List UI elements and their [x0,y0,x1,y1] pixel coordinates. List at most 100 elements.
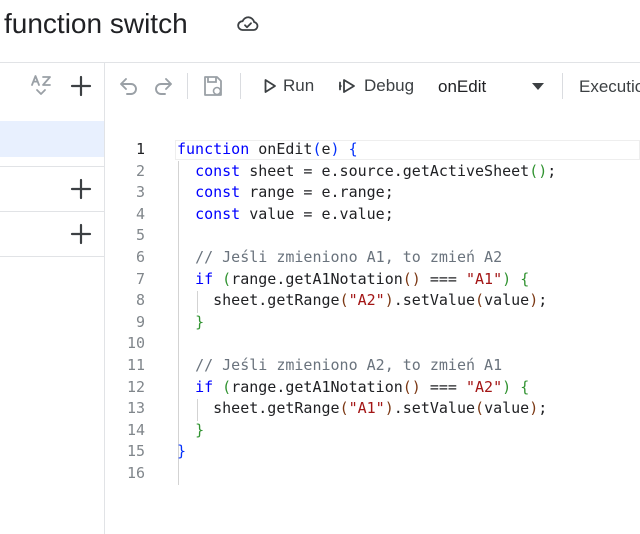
save-icon[interactable] [201,74,225,98]
line-number: 3 [135,183,145,202]
add-file-icon[interactable] [69,74,93,98]
code-token [177,270,195,288]
cloud-saved-icon[interactable] [236,12,260,36]
code-token: ( [222,377,232,396]
code-token: range = e.range; [240,183,394,202]
code-token: ) [384,399,394,418]
code-token [511,270,520,288]
code-token: const [195,183,241,202]
code-token: value [484,291,530,310]
code-token: ) [502,377,512,396]
undo-icon[interactable] [117,74,141,98]
services-section [0,211,104,257]
code-token: ( [475,291,485,310]
sort-az-icon[interactable] [28,74,56,98]
code-token: onEdit [258,140,313,158]
code-token [177,183,195,201]
line-number: 15 [126,442,145,461]
code-line[interactable]: const value = e.value; [177,204,556,226]
code-token: range.getA1Notation [231,377,403,396]
line-number: 11 [126,355,145,374]
code-line[interactable]: } [177,312,556,334]
line-number: 8 [135,291,145,310]
code-token: .setValue [393,291,476,310]
redo-icon[interactable] [151,74,175,98]
code-token: ( [222,269,232,288]
code-token: { [348,140,358,158]
code-line[interactable]: if (range.getA1Notation() === "A2") { [177,377,556,399]
code-line[interactable]: const range = e.range; [177,182,556,204]
code-token: sheet.getRange [177,399,340,418]
code-token: function [177,140,259,158]
code-lines[interactable]: function onEdit(e) { const sheet = e.sou… [177,139,556,485]
code-token: value [484,399,530,418]
code-line[interactable]: function onEdit(e) { [177,139,556,161]
code-token: { [520,377,530,396]
code-token [511,378,520,396]
add-library-icon[interactable] [69,177,93,201]
dropdown-caret-icon [532,83,544,90]
code-line[interactable]: if (range.getA1Notation() === "A1") { [177,269,556,291]
code-token [340,140,349,158]
code-line[interactable]: const sheet = e.source.getActiveSheet(); [177,161,556,183]
code-token: ) [529,399,539,418]
line-number: 13 [126,399,145,418]
code-token [177,248,195,266]
code-line[interactable] [177,333,556,355]
line-number: 9 [135,312,145,331]
code-token [177,162,195,180]
toolbar-separator [187,73,188,99]
code-token: "A1" [466,269,503,288]
code-line[interactable] [177,463,556,485]
code-token: ( [339,399,349,418]
run-button[interactable]: Run [263,71,314,101]
function-select[interactable]: onEdit [438,71,550,101]
code-token: const [195,161,241,180]
libraries-section [0,166,104,211]
indent-guide [197,399,198,421]
toolbar-separator [562,73,563,99]
code-line[interactable] [177,225,556,247]
project-title[interactable]: function switch [4,8,188,39]
code-token: === [420,269,466,288]
code-token: ; [538,399,548,418]
code-line[interactable]: } [177,420,556,442]
execution-log-button[interactable]: Executio [579,77,640,96]
code-token: const [195,204,241,223]
code-line[interactable]: } [177,441,556,463]
code-line[interactable]: // Jeśli zmieniono A2, to zmień A1 [177,355,556,377]
code-token: () [402,269,421,288]
code-line[interactable]: sheet.getRange("A1").setValue(value); [177,398,556,420]
files-header [0,63,104,109]
line-number: 7 [135,269,145,288]
code-token: "A1" [348,399,385,418]
line-number: 14 [126,420,145,439]
code-token: { [520,269,530,288]
code-token [177,378,195,396]
files-sidebar [0,63,105,534]
debug-button[interactable]: Debug [338,71,414,101]
title-bar: function switch [0,0,640,63]
line-number: 4 [135,204,145,223]
code-token: ) [330,140,340,158]
line-number: 6 [135,247,145,266]
code-token: } [195,312,205,331]
editor-toolbar: Run Debug onEdit Executio [105,63,640,109]
code-token: e [321,140,331,158]
code-token: if [195,377,214,396]
code-token: ; [538,291,548,310]
code-token: ( [475,399,485,418]
line-number: 1 [135,140,145,158]
file-item-selected[interactable] [0,121,104,157]
run-label: Run [283,76,315,95]
code-token: ) [529,291,539,310]
add-service-icon[interactable] [69,222,93,246]
code-line[interactable]: sheet.getRange("A2").setValue(value); [177,290,556,312]
function-select-value: onEdit [438,77,487,96]
line-number: 10 [126,334,145,353]
code-token: // Jeśli zmieniono A2, to zmień A1 [195,355,503,374]
code-token: "A2" [466,377,503,396]
code-line[interactable]: // Jeśli zmieniono A1, to zmień A2 [177,247,556,269]
code-token: sheet = e.source.getActiveSheet [240,161,530,180]
